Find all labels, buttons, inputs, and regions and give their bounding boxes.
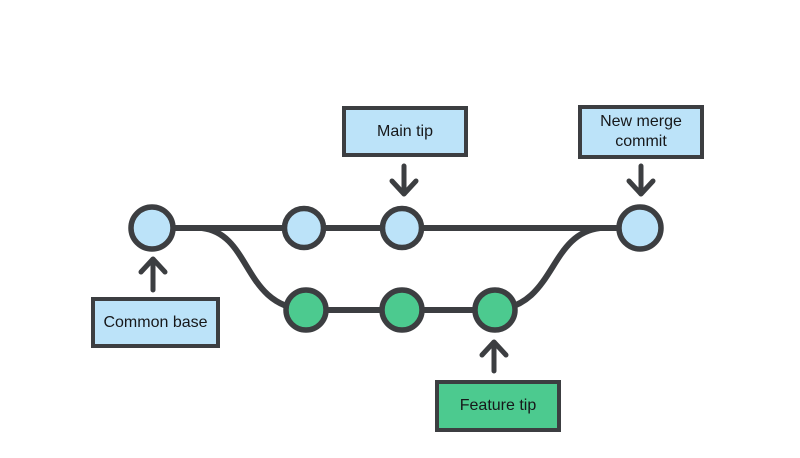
label-new-merge-commit-text: New merge commit	[600, 113, 682, 150]
label-common-base: Common base	[91, 297, 220, 348]
label-main-tip-text: Main tip	[376, 122, 434, 140]
label-main-tip: Main tip	[342, 106, 468, 157]
commit-feature-1	[283, 287, 329, 333]
commit-main-2	[281, 205, 327, 251]
arrow-feature-tip-icon	[479, 339, 509, 374]
label-common-base-text: Common base	[103, 313, 208, 331]
arrow-common-base-icon	[138, 256, 168, 293]
commit-main-tip	[379, 205, 425, 251]
commit-common-base	[128, 204, 176, 252]
arrow-new-merge-commit-icon	[626, 163, 656, 197]
label-feature-tip: Feature tip	[435, 380, 561, 432]
commit-feature-tip	[472, 287, 518, 333]
commit-feature-2	[379, 287, 425, 333]
arrow-main-tip-icon	[389, 163, 419, 197]
label-new-merge-commit: New merge commit	[578, 105, 704, 159]
label-feature-tip-text: Feature tip	[459, 397, 537, 414]
commit-new-merge	[616, 204, 664, 252]
